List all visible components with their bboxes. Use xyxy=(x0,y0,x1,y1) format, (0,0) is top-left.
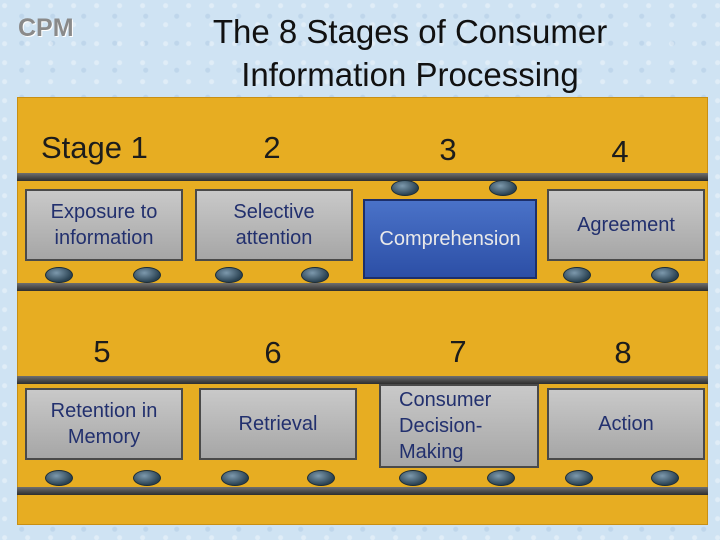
track-rail-middle xyxy=(17,283,708,291)
wheel-icon xyxy=(487,470,515,486)
stage-4-label: Agreement xyxy=(577,214,675,236)
cpm-tag: CPM xyxy=(18,14,74,42)
box-hook-icon xyxy=(391,180,419,196)
wheel-icon xyxy=(651,470,679,486)
wheel-icon xyxy=(651,267,679,283)
stage-8-box: Action xyxy=(547,388,705,460)
track-rail-top xyxy=(17,173,708,181)
stage-1-label: Exposure to information xyxy=(50,201,158,249)
wheel-icon xyxy=(133,267,161,283)
stage-6-number: 6 xyxy=(264,335,282,370)
slide-title: The 8 Stages of Consumer Information Pro… xyxy=(212,13,608,93)
wheel-icon xyxy=(133,470,161,486)
wheel-icon xyxy=(399,470,427,486)
stage-5-box: Retention in Memory xyxy=(25,388,183,460)
stage-4-number: 4 xyxy=(611,134,629,169)
stage-6-box: Retrieval xyxy=(199,388,357,460)
stage-2-number: 2 xyxy=(263,130,281,165)
stage-5-number: 5 xyxy=(93,334,111,369)
wheel-icon xyxy=(563,267,591,283)
stage-5-label: Retention in Memory xyxy=(50,400,158,448)
stage-3-box: Comprehension xyxy=(363,199,537,279)
stage-1-number: Stage 1 xyxy=(41,130,148,165)
box-hook-icon xyxy=(489,180,517,196)
stage-1-box: Exposure to information xyxy=(25,189,183,261)
wheel-icon xyxy=(215,267,243,283)
wheel-icon xyxy=(565,470,593,486)
wheel-icon xyxy=(45,267,73,283)
track-rail-bottom xyxy=(17,376,708,384)
stage-7-box: Consumer Decision-Making xyxy=(379,384,539,468)
wheel-icon xyxy=(301,267,329,283)
stage-3-label: Comprehension xyxy=(379,228,521,250)
stage-4-box: Agreement xyxy=(547,189,705,261)
stage-7-number: 7 xyxy=(449,334,467,369)
stage-8-number: 8 xyxy=(614,335,632,370)
track-rail-base xyxy=(17,487,708,495)
stage-6-label: Retrieval xyxy=(238,413,318,435)
wheel-icon xyxy=(45,470,73,486)
stage-3-number: 3 xyxy=(439,132,457,167)
wheel-icon xyxy=(221,470,249,486)
stages-diagram-panel: Stage 1 2 3 4 Exposure to information Se… xyxy=(17,97,708,525)
stage-7-label: Consumer Decision-Making xyxy=(399,389,492,463)
stage-2-label: Selective attention xyxy=(233,201,315,249)
stage-8-label: Action xyxy=(598,413,654,435)
stage-2-box: Selective attention xyxy=(195,189,353,261)
wheel-icon xyxy=(307,470,335,486)
